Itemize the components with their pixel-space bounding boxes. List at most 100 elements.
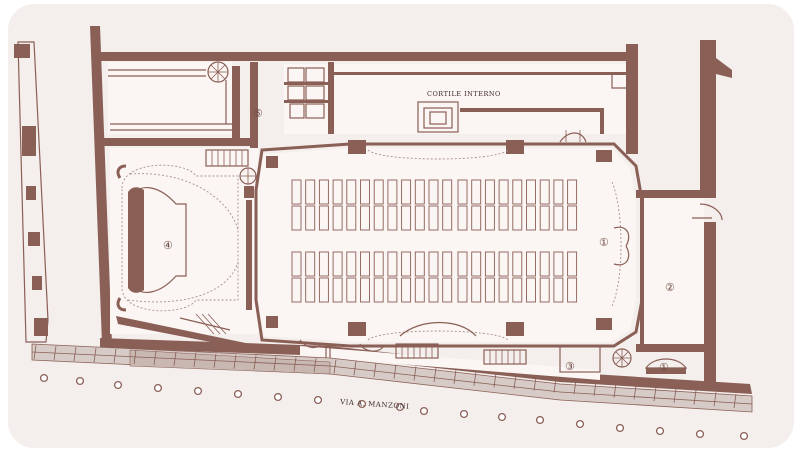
bollard-dot: [419, 406, 429, 416]
entrance-strip: [299, 339, 688, 380]
seat-row: [457, 277, 468, 303]
seat-row: [498, 277, 509, 303]
seat-row: [484, 179, 495, 205]
seat-row: [428, 277, 439, 303]
seat-row: [332, 251, 343, 277]
seat-row: [498, 205, 509, 231]
seat-row: [539, 179, 550, 205]
seat-row: [539, 277, 550, 303]
seat-row: [360, 179, 370, 205]
room-number-3-group: ③: [565, 360, 575, 373]
seat-row: [401, 251, 412, 277]
paver-joint: [693, 390, 697, 405]
seat-row: [428, 251, 439, 277]
seat-row: [512, 179, 523, 205]
seat-row: [387, 205, 398, 231]
seat-row: [457, 205, 468, 231]
paver-joint: [573, 380, 577, 395]
bollard-dot: [313, 395, 323, 405]
paver-joint: [193, 352, 197, 367]
seat-row: [484, 251, 495, 277]
seat-row: [360, 251, 370, 277]
courtyard: [334, 64, 626, 134]
bollard-dot: [575, 419, 585, 429]
seat-row: [373, 251, 384, 277]
room-number-4: ④: [163, 239, 173, 252]
paver-joint: [33, 345, 37, 360]
seat-row: [471, 251, 482, 277]
bollard-dot: [193, 386, 203, 396]
seat-row: [305, 277, 316, 303]
seat-row: [553, 251, 564, 277]
room-number-1-secondary: ①: [659, 361, 669, 374]
seat-row: [512, 205, 523, 231]
seat-row: [291, 277, 302, 303]
seat-row: [414, 251, 425, 277]
seat-row: [414, 205, 425, 231]
paver-joint: [413, 366, 417, 381]
seat-row: [373, 277, 384, 303]
paver-joint: [53, 346, 57, 361]
paver-joint: [433, 368, 437, 383]
paver-joint: [293, 357, 297, 372]
seat-row: [318, 205, 329, 231]
seat-row: [318, 179, 329, 205]
seat-row: [526, 277, 536, 303]
seat-row: [360, 205, 370, 231]
street-bollards: [39, 373, 749, 441]
paver-joint: [513, 374, 517, 390]
seat-row: [332, 277, 343, 303]
sidewalk: [31, 343, 753, 413]
seat-row: [401, 179, 412, 205]
seat-row: [318, 277, 329, 303]
top-left-room: [108, 61, 232, 165]
seat-row: [526, 179, 536, 205]
bollard-dot: [739, 431, 749, 441]
seat-row: [332, 205, 343, 231]
paver-joint: [713, 392, 717, 407]
paver-joint: [373, 362, 377, 378]
paver-joint: [393, 364, 397, 379]
paver-joint: [493, 373, 497, 388]
seat-row: [539, 251, 550, 277]
bollard-dot: [615, 423, 625, 433]
seat-row: [471, 277, 482, 303]
seat-row: [442, 179, 453, 205]
seat-row: [471, 179, 482, 205]
room-number-1: ①: [599, 236, 609, 249]
paver-joint: [313, 358, 317, 373]
paver-joint: [133, 349, 137, 364]
paver-joint: [733, 393, 737, 408]
seat-row: [498, 251, 509, 277]
seat-row: [498, 179, 509, 205]
room-2: [640, 198, 723, 344]
bollard-dot: [497, 412, 507, 422]
seat-row: [401, 205, 412, 231]
seat-row: [332, 179, 343, 205]
paver-joint: [153, 350, 157, 365]
seat-row: [360, 277, 370, 303]
paver-joint: [233, 354, 237, 369]
seat-row: [305, 205, 316, 231]
room-number-2: ②: [665, 281, 675, 294]
seat-row: [553, 277, 564, 303]
room-number-1-entrance: ①: [659, 361, 669, 374]
paver-joint: [113, 348, 117, 364]
seat-row: [567, 179, 578, 205]
paver-joint: [213, 353, 217, 368]
paver-joint: [353, 361, 357, 376]
seat-row: [291, 179, 302, 205]
paver-joint: [273, 356, 277, 371]
seat-row: [373, 205, 384, 231]
seat-row: [442, 205, 453, 231]
bollard-dot: [39, 373, 49, 383]
bollard-dot: [273, 392, 283, 402]
room-number-5: ⑤: [253, 107, 263, 120]
seat-row: [387, 277, 398, 303]
seat-row: [567, 205, 578, 231]
seat-row: [318, 251, 329, 277]
paver-joint: [633, 385, 637, 400]
bollard-dot: [695, 429, 705, 439]
seat-row: [512, 277, 523, 303]
